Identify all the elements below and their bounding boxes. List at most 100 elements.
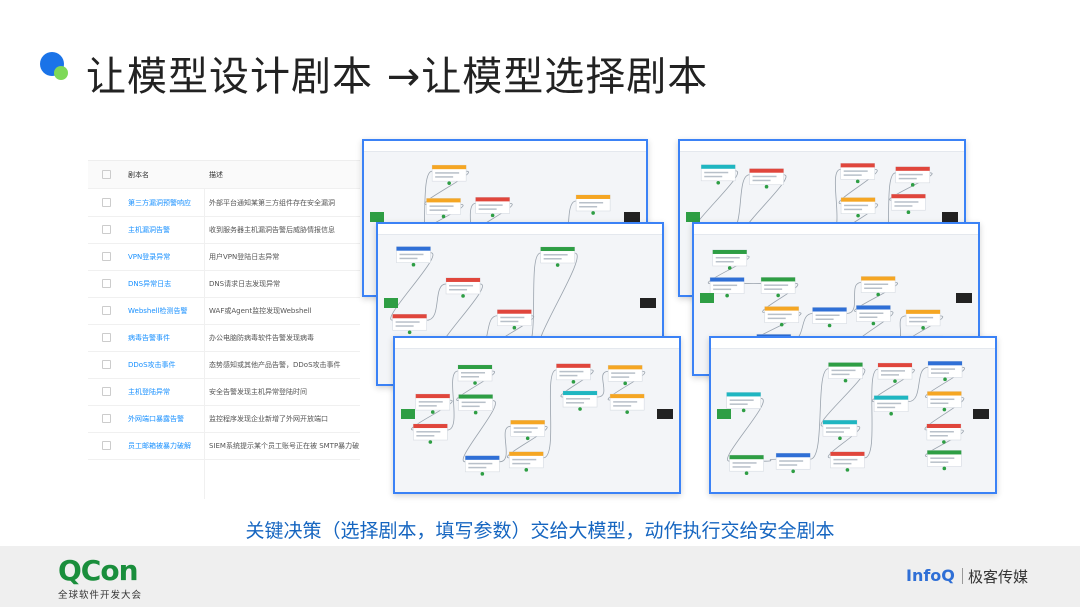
flow-node bbox=[458, 394, 493, 415]
flow-edge bbox=[762, 283, 799, 314]
playbook-desc: WAF或Agent监控发现Webshell bbox=[209, 307, 312, 315]
flow-end-node bbox=[624, 212, 640, 222]
flow-node bbox=[905, 309, 941, 330]
flow-start-node bbox=[700, 293, 714, 303]
flow-start-node bbox=[401, 409, 415, 419]
playbook-desc: DNS请求日志发现异常 bbox=[209, 280, 281, 288]
flow-edge bbox=[864, 368, 879, 459]
flow-node bbox=[760, 277, 796, 298]
flow-start-node bbox=[686, 212, 700, 222]
logo-divider bbox=[962, 568, 963, 584]
flow-edge bbox=[889, 172, 933, 201]
flow-node bbox=[927, 361, 963, 382]
playbook-name-link[interactable]: 外网端口暴露告警 bbox=[128, 415, 184, 423]
playbook-desc: 用户VPN登陆日志异常 bbox=[209, 253, 280, 261]
flow-edge bbox=[524, 252, 541, 350]
flow-node bbox=[856, 305, 891, 326]
flow-edge bbox=[924, 366, 965, 398]
row-checkbox[interactable] bbox=[102, 414, 111, 423]
playbook-desc: 安全告警发现主机异常登陆时间 bbox=[209, 388, 307, 396]
title-bullet-icon bbox=[40, 52, 68, 80]
row-checkbox[interactable] bbox=[102, 279, 111, 288]
footer-bar: QCon 全球软件开发大会 InfoQ 极客传媒 bbox=[0, 546, 1080, 607]
flow-edge bbox=[908, 366, 929, 403]
row-checkbox[interactable] bbox=[102, 198, 111, 207]
flow-edge bbox=[426, 283, 447, 321]
slide-title: 让模型设计剧本 →让模型选择剧本 bbox=[86, 54, 709, 100]
playbook-name-link[interactable]: Webshell检测告警 bbox=[128, 307, 188, 315]
flow-node bbox=[860, 276, 896, 297]
flow-node bbox=[508, 451, 544, 472]
flow-edge bbox=[871, 368, 915, 403]
table-header: 剧本名 描述 bbox=[88, 161, 360, 189]
flow-node bbox=[927, 450, 962, 471]
flow-edge bbox=[506, 425, 548, 459]
flow-node bbox=[895, 166, 931, 187]
playbook-desc: SIEM系统提示某个员工账号正在被 SMTP暴力破解 bbox=[209, 442, 359, 450]
flow-node bbox=[877, 362, 913, 383]
workflow-screenshot-3 bbox=[393, 336, 681, 494]
playbook-name-link[interactable]: 员工邮箱被暴力破解 bbox=[128, 442, 191, 450]
playbook-name-link[interactable]: 主机登陆异常 bbox=[128, 388, 170, 396]
flow-node bbox=[873, 395, 909, 416]
row-checkbox[interactable] bbox=[102, 252, 111, 261]
flow-edge bbox=[424, 170, 469, 205]
flow-edge bbox=[727, 398, 764, 462]
flow-node bbox=[764, 306, 800, 327]
flow-node bbox=[609, 393, 645, 414]
workflow-screenshot-6 bbox=[709, 336, 997, 494]
flow-edge bbox=[607, 370, 646, 401]
flow-node bbox=[729, 454, 764, 476]
flow-node bbox=[540, 246, 575, 267]
slide-subtitle: 关键决策（选择剧本，填写参数）交给大模型，动作执行交给安全剧本 bbox=[245, 520, 835, 542]
table-row: 员工邮箱被暴力破解 SIEM系统提示某个员工账号正在被 SMTP暴力破解 bbox=[88, 432, 360, 460]
playbook-name-link[interactable]: 主机漏洞告警 bbox=[128, 226, 170, 234]
row-checkbox[interactable] bbox=[102, 360, 111, 369]
flow-end-node bbox=[956, 293, 972, 303]
row-checkbox[interactable] bbox=[102, 441, 111, 450]
select-all-checkbox[interactable] bbox=[102, 170, 111, 179]
table-row: 主机漏洞告警 收到服务器主机漏洞告警后威胁情报信息 bbox=[88, 216, 360, 244]
flow-node bbox=[830, 451, 865, 472]
flow-node bbox=[926, 423, 962, 444]
flow-edge bbox=[447, 370, 459, 431]
flow-start-node bbox=[717, 409, 731, 419]
flow-node bbox=[726, 392, 761, 413]
flow-edge bbox=[854, 282, 898, 312]
playbook-name-link[interactable]: 病毒告警事件 bbox=[128, 334, 170, 342]
flow-edge bbox=[846, 282, 862, 314]
flow-edge bbox=[456, 370, 496, 401]
flow-edge bbox=[763, 458, 777, 462]
flow-node bbox=[775, 452, 811, 474]
row-checkbox[interactable] bbox=[102, 225, 111, 234]
playbook-name-link[interactable]: 第三方漏洞预警响应 bbox=[128, 199, 191, 207]
flow-node bbox=[712, 249, 748, 270]
playbook-name-link[interactable]: DNS异常日志 bbox=[128, 280, 172, 288]
playbook-desc: 收到服务器主机漏洞告警后威胁情报信息 bbox=[209, 226, 335, 234]
table-row: DNS异常日志 DNS请求日志发现异常 bbox=[88, 270, 360, 298]
playbook-desc: 办公电脑防病毒软件告警发现病毒 bbox=[209, 334, 314, 342]
row-checkbox[interactable] bbox=[102, 306, 111, 315]
playbook-name-link[interactable]: DDoS攻击事件 bbox=[128, 361, 176, 369]
table-row: Webshell检测告警 WAF或Agent监控发现Webshell bbox=[88, 297, 360, 325]
flow-edge bbox=[390, 252, 434, 321]
flow-edge bbox=[560, 369, 594, 398]
flow-edge bbox=[543, 369, 557, 459]
table-row: 病毒告警事件 办公电脑防病毒软件告警发现病毒 bbox=[88, 324, 360, 352]
flow-node bbox=[445, 277, 481, 298]
flow-edge bbox=[597, 370, 609, 398]
flow-node bbox=[426, 198, 461, 219]
flow-edge bbox=[411, 399, 453, 431]
table-row: 外网端口暴露告警监控程序发现企业新增了外网开放端口 bbox=[88, 405, 360, 433]
playbook-name-link[interactable]: VPN登录异常 bbox=[128, 253, 171, 261]
flowchart-canvas bbox=[401, 363, 673, 476]
row-checkbox[interactable] bbox=[102, 387, 111, 396]
row-checkbox[interactable] bbox=[102, 333, 111, 342]
flow-edge bbox=[820, 368, 866, 427]
qcon-logo: QCon bbox=[58, 554, 139, 587]
flow-node bbox=[891, 193, 926, 215]
flow-edge bbox=[499, 425, 511, 463]
table-row: 第三方漏洞预警响应外部平台通知某第三方组件存在安全漏洞 bbox=[88, 189, 360, 217]
flow-node bbox=[575, 194, 611, 215]
